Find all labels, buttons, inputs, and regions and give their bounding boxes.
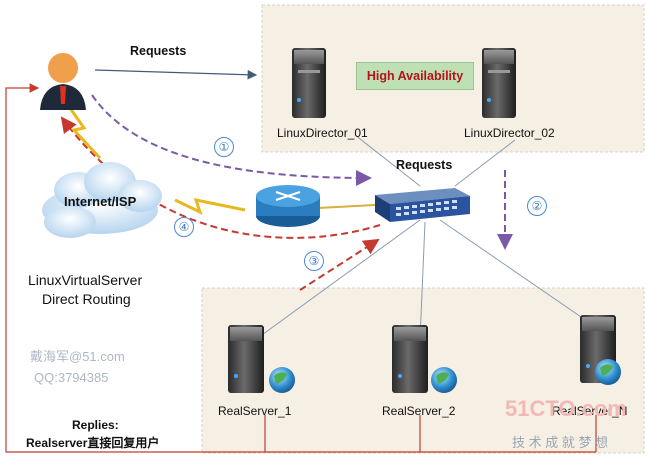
server-icon-realserver-1 (228, 325, 295, 393)
high-availability-label: High Availability (356, 62, 474, 90)
router-icon (256, 185, 320, 227)
server-icon-director-1 (292, 48, 326, 118)
server-icon-realserver-2 (392, 325, 457, 393)
internet-isp-label: Internet/ISP (64, 194, 137, 209)
replies-label: Replies: (72, 418, 119, 432)
client-user-icon (40, 53, 86, 110)
requests-label-top: Requests (130, 44, 187, 58)
author-watermark: 戴海军@51.com (30, 349, 125, 364)
site-logo-watermark: 51CTO.com (505, 396, 627, 421)
realserver-1-label: RealServer_1 (218, 404, 292, 418)
switch-icon (375, 188, 470, 222)
realserver-n-label: RealServer_N (552, 404, 628, 418)
step-3-badge: ③ (304, 251, 324, 271)
diagram-title-line-2: Direct Routing (42, 291, 131, 307)
replies-description: Realserver直接回复用户 (26, 436, 160, 450)
qq-watermark: QQ:3794385 (34, 370, 109, 385)
bolt-icon (174, 198, 246, 215)
site-slogan-watermark: 技 术 成 就 梦 想 (512, 435, 609, 450)
step-1-badge: ① (214, 137, 234, 157)
realserver-2-label: RealServer_2 (382, 404, 456, 418)
step-4-badge: ④ (174, 217, 194, 237)
step-2-badge: ② (527, 196, 547, 216)
server-icon-realserver-n (580, 315, 621, 385)
director-2-label: LinuxDirector_02 (464, 126, 555, 140)
director-1-label: LinuxDirector_01 (277, 126, 368, 140)
internet-cloud-icon (42, 162, 162, 238)
requests-label-switch: Requests (396, 158, 453, 172)
bolt-icon (68, 107, 102, 160)
server-icon-director-2 (482, 48, 516, 118)
diagram-title-line-1: LinuxVirtualServer (28, 272, 143, 288)
